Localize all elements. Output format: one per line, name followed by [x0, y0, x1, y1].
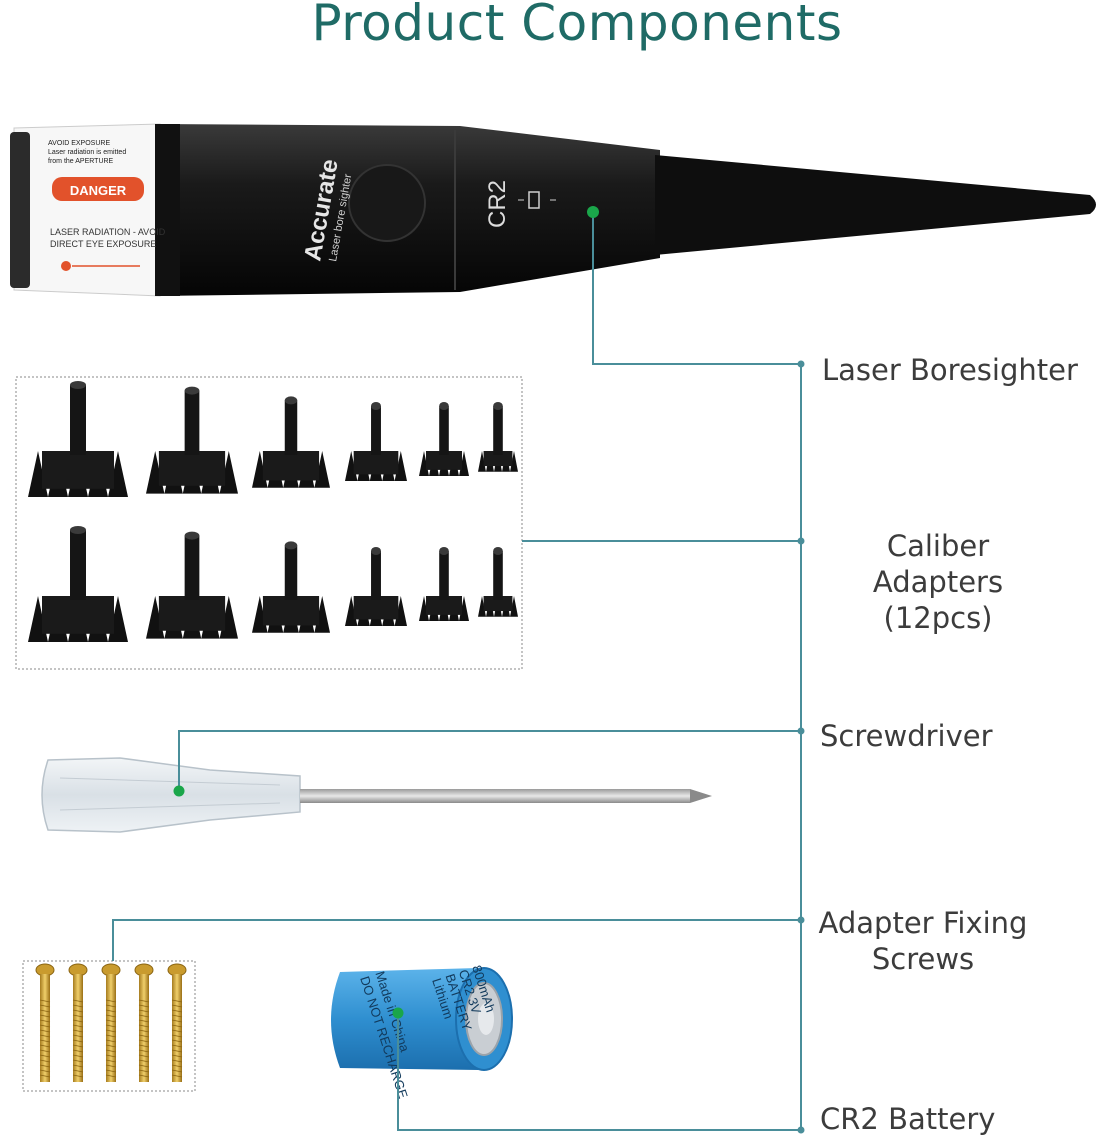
label-laser-boresighter: Laser Boresighter [822, 353, 1078, 387]
caliber-adapter [28, 526, 128, 642]
caliber-adapter [345, 402, 407, 482]
fixing-screw [35, 963, 55, 1082]
fixing-screw [101, 963, 121, 1082]
danger-text: DANGER [70, 183, 127, 198]
label-adapter-fixing-screws: Adapter Fixing Screws [818, 906, 1028, 976]
caliber-adapter [252, 541, 330, 633]
svg-text:LASER RADIATION - AVOID: LASER RADIATION - AVOID DIRECT EYE EXPOS… [50, 227, 168, 249]
junction-dot [797, 537, 805, 545]
battery-polarity-icon [518, 191, 556, 209]
cr2-battery-image: DO NOT RECHARGE Made in China Lithium BA… [331, 963, 513, 1101]
battery-marker-dot [392, 1007, 404, 1019]
caliber-adapter [345, 547, 407, 627]
caliber-adapters-image [15, 376, 523, 670]
caliber-adapter [146, 386, 238, 494]
caliber-adapter [28, 381, 128, 497]
laser-warning-icon [61, 261, 140, 271]
junction-dot [797, 916, 805, 924]
caliber-adapter [146, 531, 238, 639]
junction-dot [797, 360, 805, 368]
screwdriver-marker-dot [173, 785, 185, 797]
fixing-screw [134, 963, 154, 1082]
caliber-adapter [252, 396, 330, 488]
warning-line: AVOID EXPOSURE [48, 140, 110, 147]
laser-boresighter-image: DANGER AVOID EXPOSURE Laser radiation is… [10, 123, 1096, 297]
fixing-screws-image [22, 960, 196, 1092]
junction-dot [797, 1126, 805, 1134]
laser-marker-dot [587, 206, 599, 218]
fixing-screw [167, 963, 187, 1082]
svg-text:AVOID EXPOSURE Laser rad: AVOID EXPOSURE Laser radiation is emitte… [48, 140, 128, 165]
connector-lines [112, 206, 805, 1134]
label-cr2-battery: CR2 Battery [820, 1102, 996, 1136]
warning-line: LASER RADIATION - AVOID [50, 227, 166, 237]
junction-dot [797, 727, 805, 735]
label-screwdriver: Screwdriver [820, 719, 993, 753]
screwdriver-image [41, 757, 712, 833]
fixing-screw [68, 963, 88, 1082]
model-text: CR2 [484, 180, 511, 228]
caliber-adapter [478, 402, 518, 472]
caliber-adapter [478, 547, 518, 617]
warning-line: Laser radiation is emitted [48, 149, 126, 156]
caliber-adapter [419, 402, 469, 476]
caliber-adapter [419, 547, 469, 621]
warning-line: DIRECT EYE EXPOSURE [50, 239, 156, 249]
page-title: Product Components [311, 0, 843, 52]
label-caliber-adapters: Caliber Adapters (12pcs) [872, 529, 1004, 635]
warning-line: from the APERTURE [48, 158, 114, 165]
